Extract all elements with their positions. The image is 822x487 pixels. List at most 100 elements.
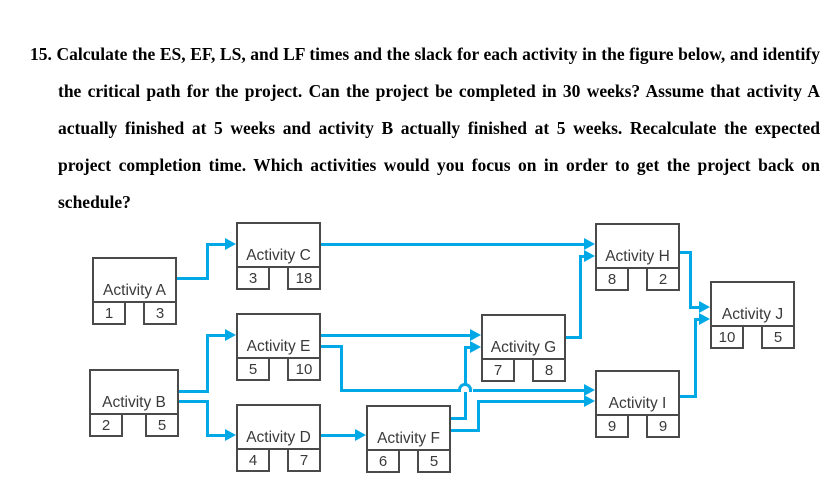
node-duration-cell: 5 [145, 413, 179, 437]
connector-segment [177, 390, 209, 393]
node-number-cell: 6 [366, 449, 400, 473]
node-label: Activity J [721, 306, 784, 323]
node-duration-cell: 2 [646, 267, 680, 291]
connector-segment [206, 334, 225, 337]
connector-segment [680, 251, 692, 254]
node-duration: 5 [157, 416, 167, 434]
node-duration: 18 [295, 269, 313, 287]
node-duration-cell: 8 [532, 358, 566, 382]
connector-segment [473, 389, 584, 392]
activity-node-b: Activity B 2 5 [89, 369, 179, 437]
node-number-cell: 3 [236, 266, 270, 290]
connector-segment [206, 243, 225, 246]
node-number: 6 [378, 452, 388, 470]
node-number-cell: 7 [481, 358, 515, 382]
node-number-cell: 5 [236, 357, 270, 381]
connector-segment [206, 243, 209, 280]
node-number: 8 [607, 270, 617, 288]
node-label: Activity B [102, 394, 166, 411]
arrowhead-icon [584, 238, 595, 250]
connector-segment [451, 417, 467, 420]
node-duration: 10 [295, 360, 313, 378]
arrowhead-icon [225, 238, 236, 250]
arrowhead-icon [355, 429, 366, 441]
activity-node-a: Activity A 1 3 [92, 257, 177, 325]
connector-segment [689, 306, 699, 309]
node-duration: 7 [299, 451, 309, 469]
connector-segment [206, 334, 209, 393]
node-duration-cell: 18 [287, 266, 321, 290]
activity-node-e: Activity E 5 10 [236, 313, 321, 381]
node-number: 7 [493, 361, 503, 379]
node-number: 9 [607, 417, 617, 435]
arrowhead-icon [584, 395, 595, 407]
connector-segment [477, 400, 584, 403]
connector-segment [694, 318, 699, 321]
arrowhead-icon [225, 429, 236, 441]
question-text: Calculate the ES, EF, LS, and LF times a… [56, 43, 820, 212]
node-duration: 2 [658, 270, 668, 288]
node-duration-cell: 9 [646, 414, 680, 438]
node-number: 2 [101, 416, 111, 434]
connector-segment [579, 255, 582, 339]
node-duration-cell: 5 [417, 449, 451, 473]
node-duration: 3 [155, 304, 165, 322]
line-hop [458, 383, 472, 392]
question: 15. Calculate the ES, EF, LS, and LF tim… [30, 36, 820, 221]
node-number: 4 [248, 451, 258, 469]
activity-node-f: Activity F 6 5 [366, 405, 451, 473]
connector-segment [689, 251, 692, 309]
arrowhead-icon [699, 313, 710, 325]
connector-segment [321, 334, 470, 337]
connector-segment [579, 255, 584, 258]
arrowhead-icon [225, 329, 236, 341]
connector-segment [477, 400, 480, 432]
node-number-cell: 8 [595, 267, 629, 291]
node-label: Activity E [246, 338, 311, 355]
node-label: Activity D [246, 429, 311, 446]
connector-segment [321, 345, 343, 348]
connector-segment [206, 434, 225, 437]
connector-segment [464, 346, 470, 349]
connector-segment [680, 395, 697, 398]
activity-node-h: Activity H 8 2 [595, 223, 680, 291]
node-label: Activity C [246, 247, 311, 264]
activity-node-g: Activity G 7 8 [481, 314, 566, 382]
node-number: 5 [248, 360, 258, 378]
node-duration-cell: 10 [287, 357, 321, 381]
connector-segment [177, 400, 209, 403]
node-label: Activity F [377, 430, 440, 447]
node-duration: 5 [429, 452, 439, 470]
node-duration-cell: 7 [287, 448, 321, 472]
activity-node-j: Activity J 10 5 [710, 281, 795, 349]
arrowhead-icon [584, 250, 595, 262]
activity-node-d: Activity D 4 7 [236, 404, 321, 472]
arrowhead-icon [584, 384, 595, 396]
connector-segment [566, 336, 582, 339]
node-number-cell: 2 [89, 413, 123, 437]
connector-segment [321, 434, 355, 437]
arrowhead-icon [470, 341, 481, 353]
connector-segment [451, 429, 480, 432]
node-label: Activity I [608, 395, 667, 412]
node-number-cell: 4 [236, 448, 270, 472]
node-label: Activity A [103, 282, 166, 299]
question-number: 15. [30, 43, 52, 64]
connector-segment [340, 389, 459, 392]
node-number: 1 [104, 304, 114, 322]
node-label: Activity G [490, 339, 557, 356]
node-number: 10 [718, 328, 736, 346]
node-duration-cell: 3 [143, 301, 177, 325]
node-duration: 8 [544, 361, 554, 379]
node-duration: 9 [658, 417, 668, 435]
activity-node-i: Activity I 9 9 [595, 370, 680, 438]
connector-segment [321, 243, 584, 246]
node-duration-cell: 5 [761, 325, 795, 349]
node-number-cell: 9 [595, 414, 629, 438]
connector-segment [340, 345, 343, 392]
node-duration: 5 [773, 328, 783, 346]
node-number-cell: 1 [92, 301, 126, 325]
connector-segment [694, 318, 697, 398]
activity-node-c: Activity C 3 18 [236, 222, 321, 290]
